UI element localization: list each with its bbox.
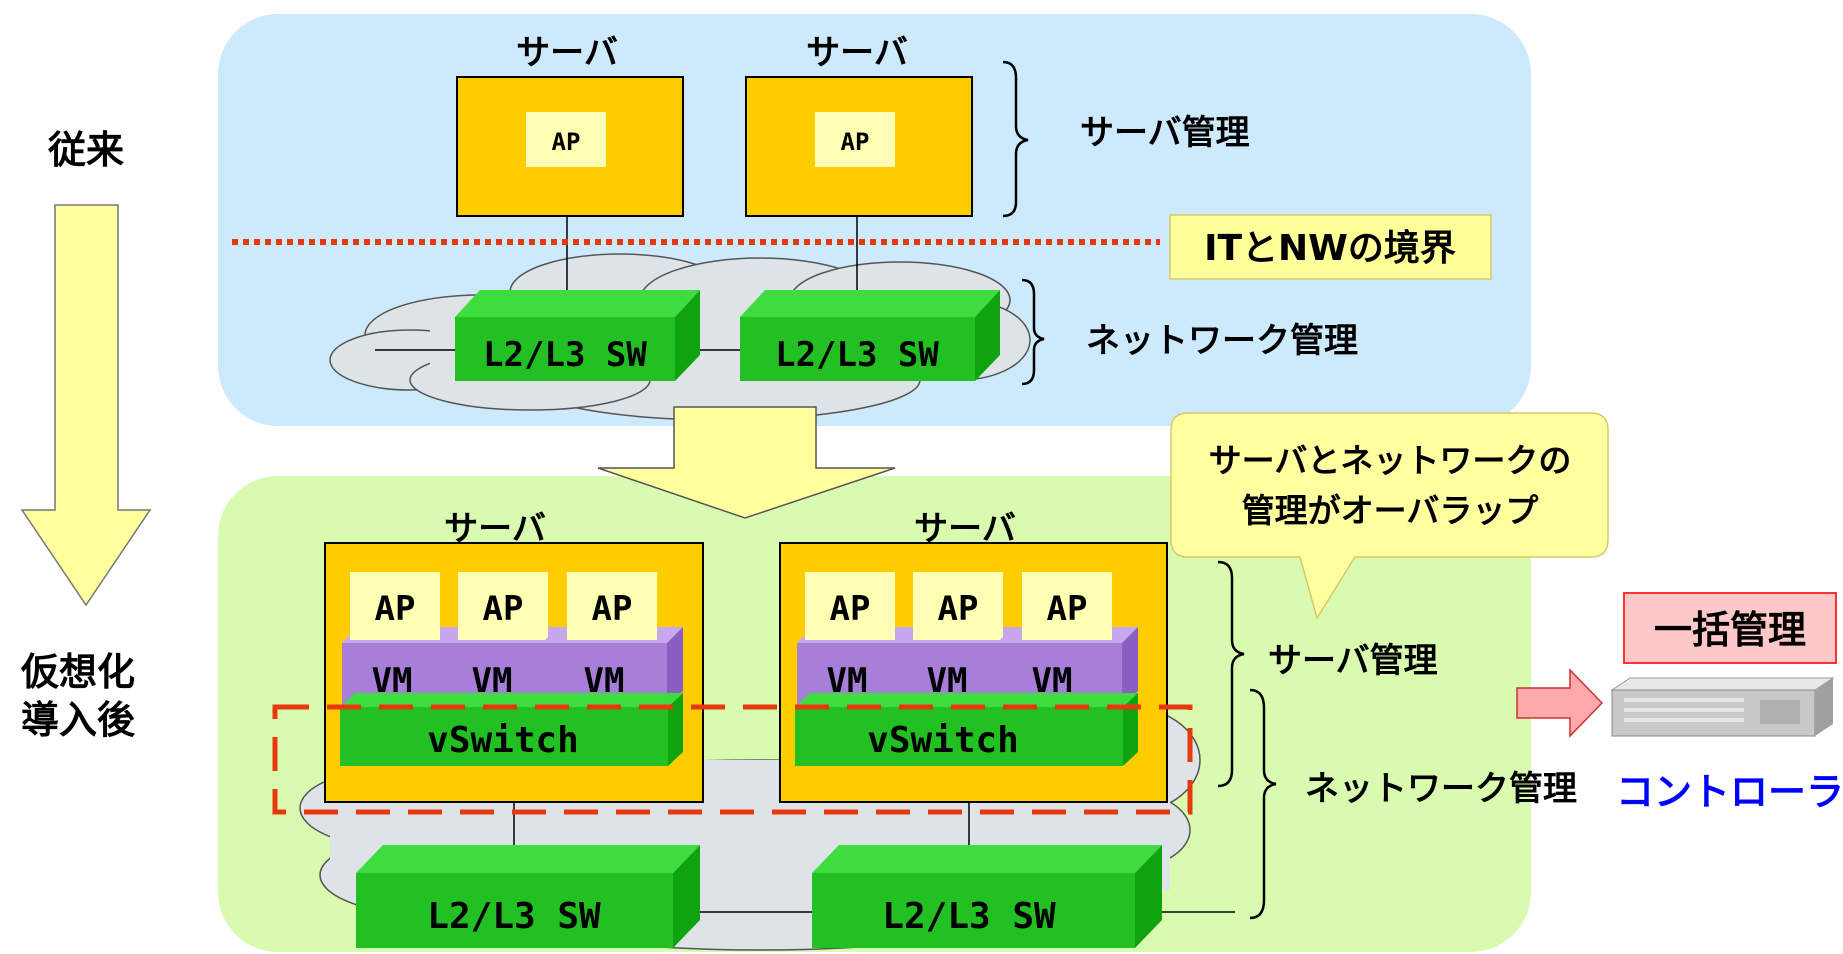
top-ap-right-label: AP xyxy=(841,128,870,156)
vswitch-left-label: vSwitch xyxy=(427,720,579,761)
bottom-server-brace xyxy=(1217,560,1245,788)
top-ap-left xyxy=(526,112,606,167)
before-label: 従来 xyxy=(47,128,124,172)
boundary-label: ITとNWの境界 xyxy=(1204,228,1456,269)
bottom-server-mgmt-label: サーバ管理 xyxy=(1268,641,1438,681)
vm-left-3-ap-label: AP xyxy=(592,589,633,629)
bottom-switch-left-label: L2/L3 SW xyxy=(427,896,601,937)
callout-line1: サーバとネットワークの xyxy=(1209,441,1572,480)
controller-label: コントローラ xyxy=(1616,770,1843,814)
transition-arrow xyxy=(20,204,152,607)
top-ap-left-label: AP xyxy=(552,128,581,156)
top-server-left-label: サーバ xyxy=(516,33,618,73)
top-switch-right xyxy=(740,290,1000,381)
after-label-line2: 導入後 xyxy=(21,698,136,742)
top-ap-right xyxy=(815,112,895,167)
batch-mgmt-box xyxy=(1623,592,1837,664)
bottom-server-right-label: サーバ xyxy=(914,509,1016,549)
vm-left-1-ap-label: AP xyxy=(375,589,416,629)
vswitch-left xyxy=(340,693,683,766)
batch-mgmt-label: 一括管理 xyxy=(1654,608,1806,652)
top-network-mgmt-label: ネットワーク管理 xyxy=(1086,321,1358,361)
controller-server-icon xyxy=(1610,677,1835,737)
vswitch-right-label: vSwitch xyxy=(867,720,1019,761)
boundary-label-box xyxy=(1169,214,1492,280)
top-switch-left xyxy=(455,290,700,381)
bottom-network-mgmt-label: ネットワーク管理 xyxy=(1305,769,1577,809)
callout-line2: 管理がオーバラップ xyxy=(1242,491,1540,530)
vm-right-2-ap-label: AP xyxy=(938,589,979,629)
overlap-dashed-region xyxy=(272,704,1193,815)
vswitch-right xyxy=(795,693,1138,766)
overlap-callout xyxy=(1170,412,1609,620)
vm-right-3-ap-label: AP xyxy=(1047,589,1088,629)
bottom-switch-left xyxy=(356,845,700,948)
top-server-brace xyxy=(1002,60,1029,218)
bottom-server-left-label: サーバ xyxy=(444,509,546,549)
bottom-switch-right xyxy=(812,845,1162,948)
after-label-line1: 仮想化 xyxy=(20,650,135,694)
bottom-network-brace xyxy=(1249,688,1277,920)
top-switch-right-label: L2/L3 SW xyxy=(775,335,939,375)
vm-left-2-ap-label: AP xyxy=(483,589,524,629)
controller-arrow xyxy=(1516,668,1604,738)
transition-down-arrow xyxy=(597,406,896,519)
top-network-brace xyxy=(1021,278,1045,386)
top-server-mgmt-label: サーバ管理 xyxy=(1080,113,1250,153)
top-server-right-label: サーバ xyxy=(806,33,908,73)
top-switch-left-label: L2/L3 SW xyxy=(483,335,647,375)
bottom-switch-right-label: L2/L3 SW xyxy=(882,896,1056,937)
vm-right-1-ap-label: AP xyxy=(830,589,871,629)
